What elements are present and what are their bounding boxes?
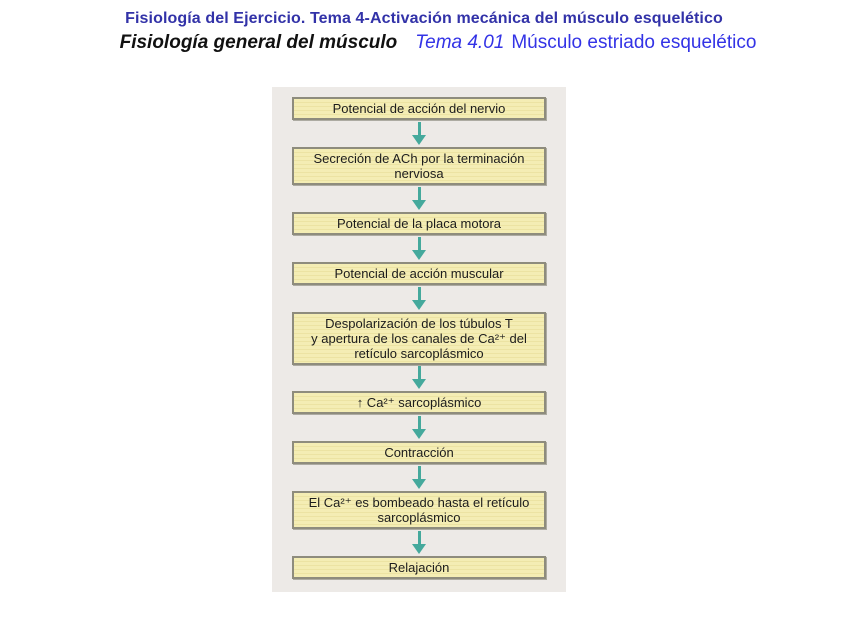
down-arrow-icon xyxy=(412,235,426,262)
down-arrow-icon xyxy=(412,365,426,392)
flow-step-endplate-potential: Potencial de la placa motora xyxy=(292,211,546,235)
flow-step-calcium-pumped-back: El Ca²⁺ es bombeado hasta el retículo sa… xyxy=(292,491,546,530)
flow-step-label: Potencial de acción muscular xyxy=(334,265,504,281)
slide-header: Fisiología del Ejercicio. Tema 4-Activac… xyxy=(0,10,848,54)
flow-step-ach-secretion: Secreción de ACh por la terminación nerv… xyxy=(292,146,546,185)
subtitle-topic: Músculo estriado esquelético xyxy=(511,32,757,53)
flow-step-contraction: Contracción xyxy=(292,441,546,465)
flow-step-relaxation: Relajación xyxy=(292,556,546,579)
flow-step-label: El Ca²⁺ es bombeado hasta el retículo sa… xyxy=(308,495,530,526)
flow-step-label: Potencial de acción del nervio xyxy=(332,101,506,116)
down-arrow-icon xyxy=(412,120,426,147)
page-subtitle: Fisiología general del músculo Tema 4.01… xyxy=(0,32,848,54)
down-arrow-icon xyxy=(412,464,426,491)
flow-step-label: ↑ Ca²⁺ sarcoplásmico xyxy=(356,395,482,411)
flow-step-label: Relajación xyxy=(388,560,450,575)
down-arrow-icon xyxy=(412,285,426,312)
flow-step-label: Despolarización de los túbulos T y apert… xyxy=(311,315,527,361)
flow-step-nerve-action-potential: Potencial de acción del nervio xyxy=(292,97,546,120)
flow-step-ttubule-depolarization: Despolarización de los túbulos T y apert… xyxy=(292,311,546,365)
flow-step-muscle-action-potential: Potencial de acción muscular xyxy=(292,261,546,285)
flow-step-label: Contracción xyxy=(384,445,454,461)
flow-step-calcium-increase: ↑ Ca²⁺ sarcoplásmico xyxy=(292,391,546,415)
flow-step-label: Secreción de ACh por la terminación nerv… xyxy=(313,150,525,181)
down-arrow-icon xyxy=(412,414,426,441)
subtitle-course: Fisiología general del músculo xyxy=(119,32,398,53)
down-arrow-icon xyxy=(412,185,426,212)
subtitle-tema-number: Tema 4.01 xyxy=(415,32,505,53)
flowchart-panel: Potencial de acción del nervio Secreción… xyxy=(272,87,566,592)
page-title: Fisiología del Ejercicio. Tema 4-Activac… xyxy=(125,10,723,27)
down-arrow-icon xyxy=(412,529,426,556)
flow-step-label: Potencial de la placa motora xyxy=(336,215,502,231)
